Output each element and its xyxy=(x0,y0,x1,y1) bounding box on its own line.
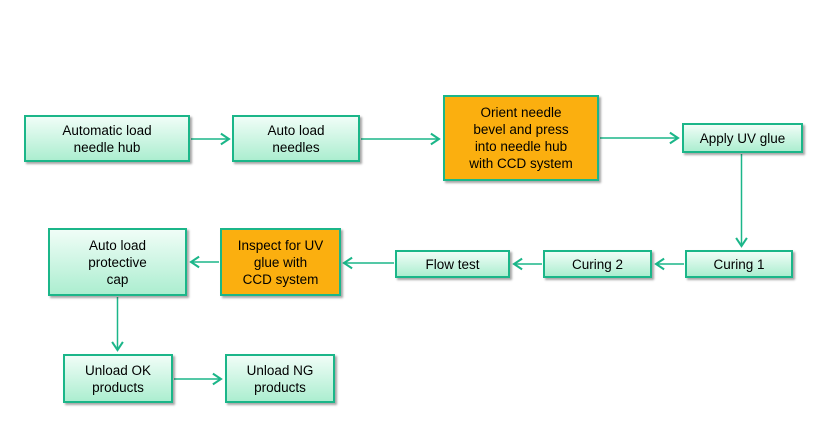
node-automatic-load-needle-hub: Automatic load needle hub xyxy=(24,115,190,162)
node-auto-load-protective-cap: Auto load protective cap xyxy=(48,228,187,296)
node-unload-ok-products: Unload OK products xyxy=(63,354,173,403)
node-apply-uv-glue: Apply UV glue xyxy=(682,123,803,153)
node-flow-test: Flow test xyxy=(395,250,510,278)
node-auto-load-needles: Auto load needles xyxy=(232,115,360,162)
node-curing-1: Curing 1 xyxy=(685,250,793,278)
node-inspect-uv-glue: Inspect for UV glue with CCD system xyxy=(220,228,341,296)
node-curing-2: Curing 2 xyxy=(543,250,652,278)
node-orient-needle-bevel: Orient needle bevel and press into needl… xyxy=(443,95,599,181)
node-unload-ng-products: Unload NG products xyxy=(225,354,335,403)
